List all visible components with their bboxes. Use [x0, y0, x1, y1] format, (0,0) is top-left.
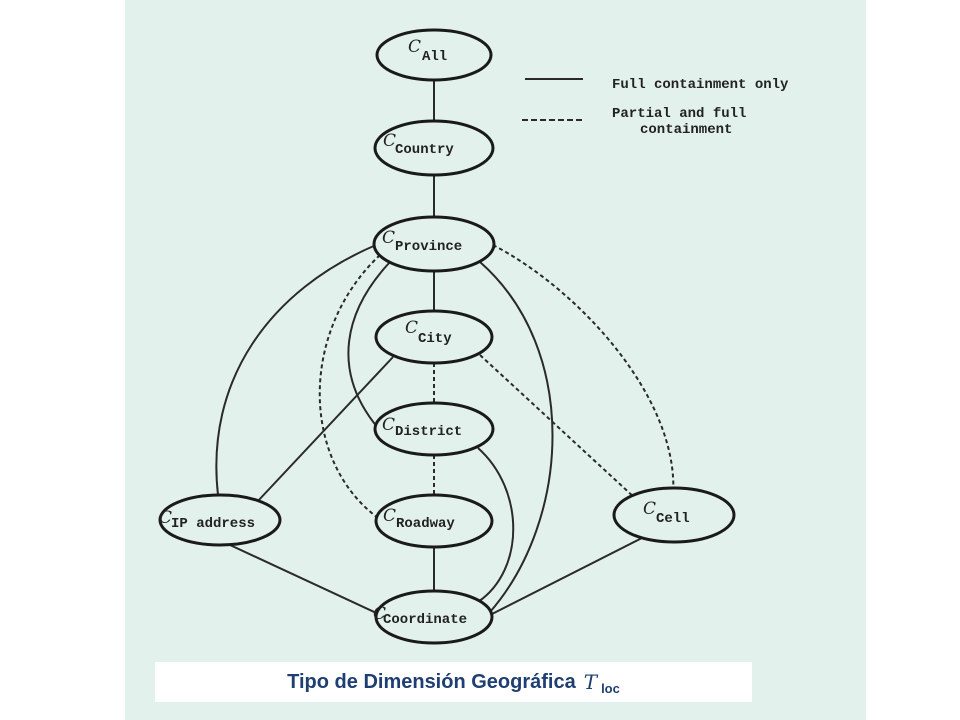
node-label: Province: [395, 239, 462, 255]
node-ellipse: [373, 119, 495, 177]
category-symbol: C: [408, 37, 421, 57]
edge-city-cell: [479, 354, 637, 500]
node-ellipse: [374, 589, 494, 645]
edge-ip-coordinate: [229, 544, 386, 618]
edge-province-roadway: [318, 254, 381, 519]
node-cell: C Cell: [612, 486, 736, 544]
node-ellipse: [375, 28, 493, 82]
node-coordinate: C Coordinate: [373, 589, 494, 645]
node-ip-address: C IP address: [158, 493, 282, 547]
node-label: Cell: [656, 511, 690, 527]
node-ellipse: [374, 309, 494, 365]
legend: Full containment only Partial and full c…: [522, 77, 789, 138]
edge-city-ip: [256, 356, 394, 503]
edge-cell-coordinate: [489, 537, 643, 616]
category-symbol: C: [382, 228, 395, 248]
edge-province-ip: [215, 244, 377, 496]
legend-partial-label-line2: containment: [640, 122, 732, 138]
category-symbol: C: [373, 604, 386, 624]
node-city: C City: [374, 309, 494, 365]
node-label: Coordinate: [383, 612, 467, 628]
node-label: City: [418, 331, 452, 347]
edges: [215, 80, 675, 618]
node-ellipse: [374, 493, 494, 549]
node-label: Roadway: [396, 516, 455, 532]
edge-province-district: [347, 261, 391, 429]
category-symbol: C: [382, 415, 395, 435]
node-province: C Province: [372, 215, 496, 273]
node-label: Country: [395, 142, 454, 158]
edge-province-cell: [492, 244, 675, 497]
node-label: IP address: [171, 516, 255, 532]
caption-subscript: loc: [601, 680, 620, 696]
node-roadway: C Roadway: [374, 493, 494, 549]
node-ellipse: [612, 486, 736, 544]
node-all: C All: [375, 28, 493, 82]
legend-partial-label-line1: Partial and full: [612, 106, 746, 122]
diagram-panel: [125, 0, 866, 720]
node-ellipse: [373, 401, 495, 457]
caption-text: Tipo de Dimensión Geográfica: [287, 670, 576, 693]
category-symbol: C: [405, 318, 418, 338]
node-ellipse: [158, 493, 282, 547]
category-symbol: C: [383, 131, 396, 151]
node-label: All: [422, 49, 447, 65]
legend-full-label: Full containment only: [612, 77, 789, 93]
edge-district-coordinate: [477, 447, 515, 603]
edge-province-coordinate: [479, 261, 554, 613]
category-symbol: C: [643, 499, 656, 519]
node-district: C District: [373, 401, 495, 457]
node-ellipse: [372, 215, 496, 273]
figure-caption: Tipo de Dimensión Geográfica T loc: [155, 662, 752, 702]
category-symbol: C: [383, 506, 396, 526]
node-label: District: [395, 424, 462, 440]
category-symbol: C: [159, 508, 172, 528]
caption-symbol: T: [583, 670, 598, 694]
node-country: C Country: [373, 119, 495, 177]
